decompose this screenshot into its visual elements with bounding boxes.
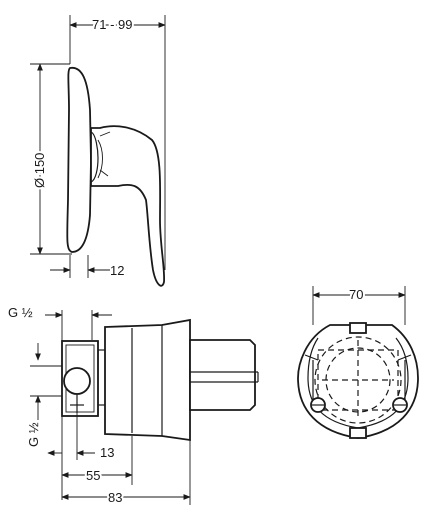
dim-handle-offset: 12: [110, 263, 124, 278]
rosette-plate: [66, 67, 92, 253]
handle-hub: [90, 131, 99, 183]
thread-top-label: G ½: [8, 305, 33, 320]
cartridge-circle: [314, 336, 402, 424]
front-tab-top: [349, 322, 367, 334]
dim-body-width: 70: [349, 287, 363, 302]
dim-inlet-offset: 13: [100, 445, 114, 460]
lever-handle: [90, 125, 166, 287]
dim-diameter: Ø 150: [32, 153, 47, 188]
lever-handle-detail: [97, 131, 111, 179]
front-tab-bottom: [349, 427, 367, 439]
dim-total-depth: 83: [108, 490, 122, 505]
thread-side-label: G ½: [26, 422, 41, 447]
side-view: 71 - 99 Ø 150 12: [30, 15, 166, 287]
body-view: G ½ G ½ 13: [8, 305, 259, 507]
cartridge-stem: [189, 339, 256, 411]
dim-body-depth: 55: [86, 468, 100, 483]
dim-depth-range: 71 - 99: [92, 17, 132, 32]
inlet-port: [63, 367, 91, 395]
front-view: 70: [297, 285, 419, 439]
cartridge-body: [104, 318, 191, 442]
